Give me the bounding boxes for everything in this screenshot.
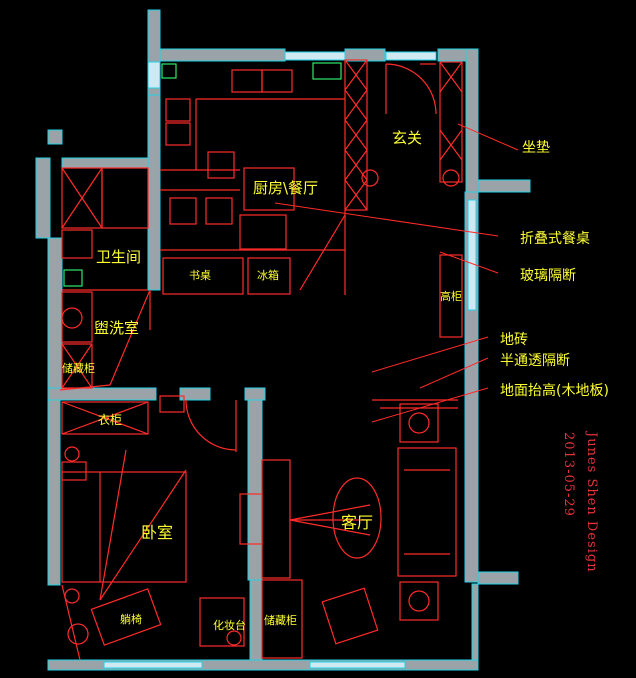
walls [35,9,531,671]
room-label-kitchen-dining: 厨房\餐厅 [253,179,318,197]
label-vanity: 化妆台 [213,618,246,632]
signature-date: 2013-05-29 [561,432,576,517]
callout-cushion: 坐垫 [522,140,550,156]
room-label-bathroom: 卫生间 [96,248,141,266]
callout-raised-floor: 地面抬高(木地板) [500,382,609,399]
label-storage-living: 储藏柜 [264,613,297,627]
callout-semi-partition: 半通透隔断 [500,353,570,369]
label-wardrobe: 衣柜 [98,412,122,427]
label-fridge: 冰箱 [257,268,279,282]
windows [103,51,477,669]
room-label-bedroom: 卧室 [141,523,173,542]
signature-name: Junes Shen Design [584,430,599,573]
furniture [59,59,463,661]
fixtures [63,62,342,287]
label-tall-cabinet: 高柜 [440,289,462,303]
callout-leaders [274,123,519,423]
room-label-living-room: 客厅 [341,513,373,532]
label-storage-left: 储藏柜 [62,361,95,375]
room-label-washroom: 盥洗室 [94,319,139,337]
label-desk: 书桌 [189,269,211,282]
callout-glass-partition: 玻璃隔断 [520,267,576,284]
room-label-entrance: 玄关 [392,129,422,147]
callout-floor-tile: 地砖 [500,332,528,348]
callout-folding-table: 折叠式餐桌 [520,231,590,247]
label-recliner: 躺椅 [120,612,142,626]
signature: Junes Shen Design [584,430,599,573]
signature-date-group: 2013-05-29 [561,432,576,517]
